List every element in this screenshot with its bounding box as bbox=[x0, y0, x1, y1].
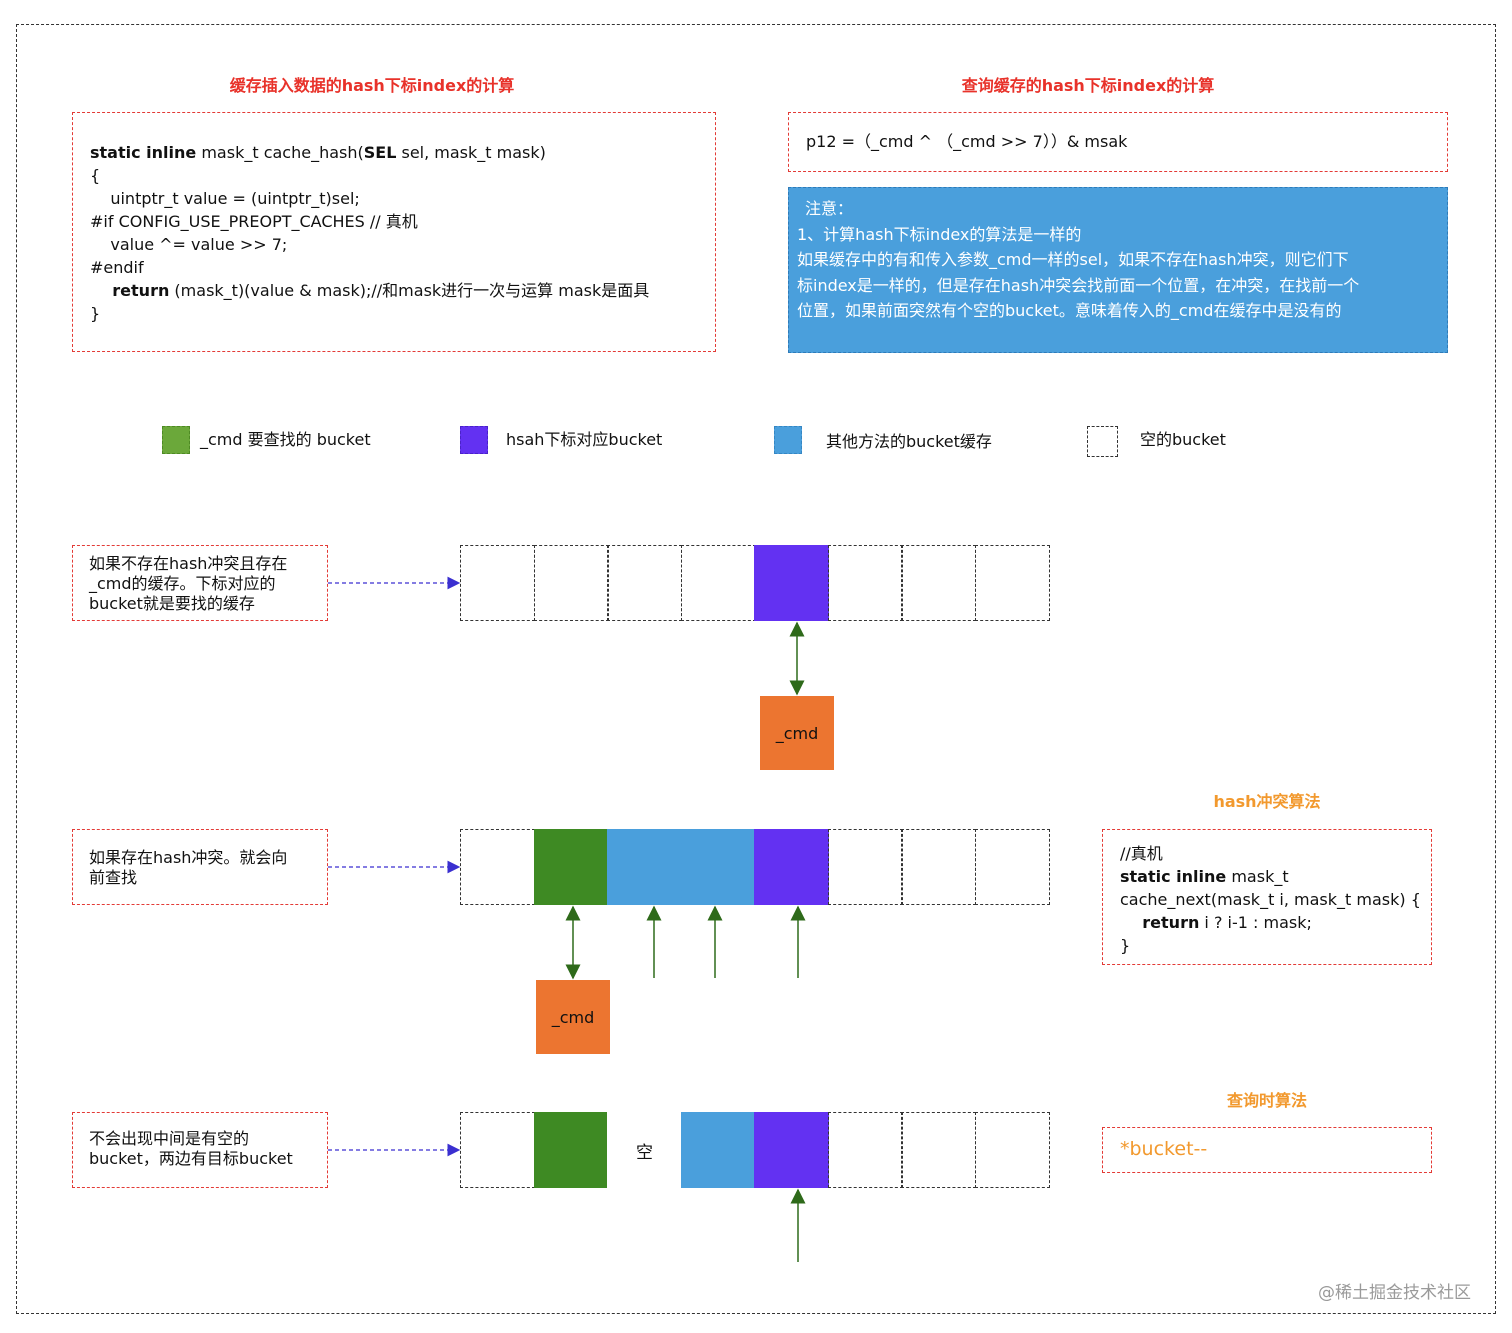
bucket-row-3: 空 bbox=[460, 1112, 1060, 1188]
legend-label-empty: 空的bucket bbox=[1140, 430, 1226, 449]
legend-label-cmd: _cmd 要查找的 bucket bbox=[200, 430, 371, 449]
bucket-empty bbox=[827, 829, 903, 905]
cache-hash-code: static inline mask_t cache_hash(SEL sel,… bbox=[90, 143, 650, 323]
note-line-1: 注意： bbox=[805, 199, 854, 218]
note-line-2: 1、计算hash下标index的算法是一样的 bbox=[797, 224, 1082, 244]
collision-title: hash冲突算法 bbox=[1213, 792, 1321, 811]
legend-swatch-green bbox=[162, 426, 190, 454]
query-algo-title: 查询时算法 bbox=[1226, 1091, 1307, 1110]
bucket-target-cmd bbox=[533, 1112, 609, 1188]
query-formula: p12 =（_cmd ^ （_cmd >> 7））& msak bbox=[806, 132, 1128, 151]
bucket-empty-middle: 空 bbox=[607, 1112, 682, 1188]
bucket-decrement: *bucket-- bbox=[1120, 1138, 1208, 1160]
bucket-empty bbox=[827, 545, 903, 621]
bucket-empty bbox=[901, 829, 976, 905]
legend-swatch-purple bbox=[460, 426, 488, 454]
watermark: @稀土掘金技术社区 bbox=[1318, 1283, 1471, 1303]
bucket-other-cache bbox=[607, 829, 682, 905]
cache-hash-code-box: static inline mask_t cache_hash(SEL sel,… bbox=[72, 112, 716, 352]
empty-label: 空 bbox=[636, 1142, 653, 1163]
query-formula-box: p12 =（_cmd ^ （_cmd >> 7））& msak bbox=[788, 112, 1448, 172]
note-box: 注意： 1、计算hash下标index的算法是一样的 如果缓存中的有和传入参数_… bbox=[788, 187, 1448, 353]
cmd-box-row1: _cmd bbox=[760, 696, 834, 770]
bucket-decrement-box: *bucket-- bbox=[1102, 1127, 1432, 1173]
bucket-empty bbox=[974, 545, 1050, 621]
bucket-empty bbox=[901, 545, 976, 621]
bucket-other-cache bbox=[680, 1112, 756, 1188]
bucket-empty bbox=[460, 545, 535, 621]
bucket-empty bbox=[607, 545, 682, 621]
bucket-row-2 bbox=[460, 829, 1060, 905]
legend-swatch-empty bbox=[1087, 426, 1118, 457]
bucket-empty bbox=[901, 1112, 976, 1188]
legend-label-hash: hsah下标对应bucket bbox=[506, 430, 663, 449]
cmd-box-row2: _cmd bbox=[536, 980, 610, 1054]
bucket-empty bbox=[533, 545, 609, 621]
insert-title: 缓存插入数据的hash下标index的计算 bbox=[229, 76, 515, 95]
bucket-target-cmd bbox=[533, 829, 609, 905]
query-title: 查询缓存的hash下标index的计算 bbox=[961, 76, 1215, 95]
row2-description: 如果存在hash冲突。就会向前查找 bbox=[72, 829, 328, 905]
bucket-empty bbox=[974, 829, 1050, 905]
bucket-hash-index bbox=[754, 545, 829, 621]
bucket-hash-index bbox=[754, 1112, 829, 1188]
bucket-hash-index bbox=[754, 829, 829, 905]
note-line-5: 位置，如果前面突然有个空的bucket。意味着传入的_cmd在缓存中是没有的 bbox=[797, 301, 1342, 320]
note-line-4: 标index是一样的，但是存在hash冲突会找前面一个位置，在冲突，在找前一个 bbox=[797, 275, 1360, 295]
bucket-row-1 bbox=[460, 545, 1060, 621]
legend-swatch-blue bbox=[774, 426, 802, 454]
note-line-3: 如果缓存中的有和传入参数_cmd一样的sel，如果不存在hash冲突，则它们下 bbox=[797, 250, 1349, 269]
legend-label-other: 其他方法的bucket缓存 bbox=[826, 432, 992, 451]
diagram-frame bbox=[16, 24, 1496, 1314]
bucket-empty bbox=[974, 1112, 1050, 1188]
bucket-empty bbox=[827, 1112, 903, 1188]
